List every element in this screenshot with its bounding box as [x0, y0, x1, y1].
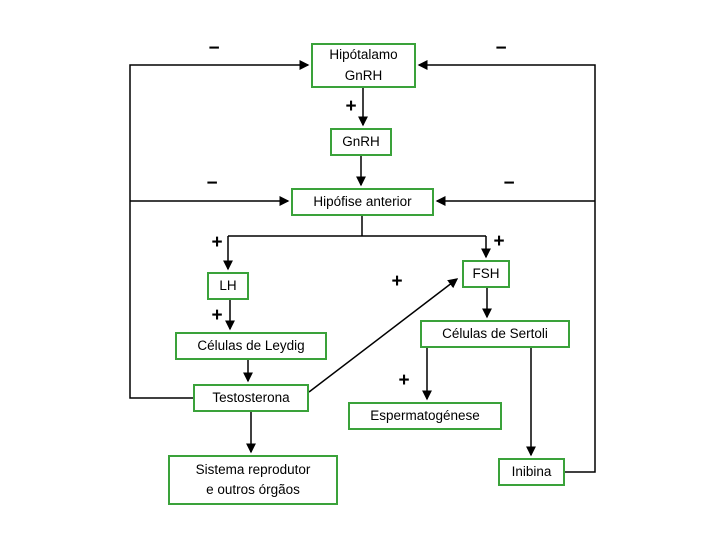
- node-espermatogenese: Espermatogénese: [348, 402, 502, 430]
- node-fsh-label: FSH: [472, 265, 500, 281]
- node-leydig-label: Células de Leydig: [197, 337, 305, 353]
- node-hipotalamo-line1: Hipótalamo: [329, 47, 398, 63]
- node-lh: LH: [207, 272, 249, 300]
- node-hipofise: Hipófise anterior: [291, 188, 434, 216]
- sign-minus-feedback-left-hipofise: −: [206, 173, 218, 194]
- connector-hipofise-split: [228, 216, 486, 237]
- sign-plus-sertoli-espermatogenese: +: [398, 370, 410, 391]
- node-lh-label: LH: [219, 277, 237, 293]
- node-gnrh: GnRH: [330, 128, 392, 156]
- node-hipotalamo: Hipótalamo GnRH: [311, 43, 416, 88]
- node-testosterona-label: Testosterona: [212, 389, 290, 405]
- node-hipofise-label: Hipófise anterior: [313, 193, 412, 209]
- sign-minus-feedback-right-hipotalamo: −: [495, 38, 507, 59]
- node-espermatogenese-label: Espermatogénese: [370, 407, 480, 423]
- node-inibina-label: Inibina: [511, 463, 552, 479]
- feedback-testosterona-hipotalamo: [129, 60, 310, 399]
- sign-plus-hipotalamo-gnrh: +: [345, 96, 357, 117]
- sign-plus-hipofise-fsh: +: [493, 231, 505, 252]
- sign-plus-lh-leydig: +: [211, 305, 223, 326]
- sign-minus-feedback-left-hipotalamo: −: [208, 38, 220, 59]
- node-fsh: FSH: [462, 260, 510, 288]
- sign-plus-hipofise-lh: +: [211, 232, 223, 253]
- node-hipotalamo-line2: GnRH: [344, 67, 383, 83]
- arrow-testosterona-fsh: [308, 278, 459, 393]
- node-inibina: Inibina: [498, 458, 565, 486]
- node-sistema-reprodutor: Sistema reprodutor e outros órgãos: [168, 455, 338, 505]
- node-leydig: Células de Leydig: [175, 332, 327, 360]
- node-sistema-line2: e outros órgãos: [206, 482, 300, 497]
- node-sertoli: Células de Sertoli: [420, 320, 570, 348]
- sign-plus-testosterona-fsh: +: [391, 271, 403, 292]
- feedback-inibina-hipotalamo: [417, 60, 596, 473]
- node-gnrh-label: GnRH: [342, 133, 380, 149]
- node-sistema-line1: Sistema reprodutor: [195, 461, 311, 477]
- node-sertoli-label: Células de Sertoli: [442, 325, 548, 341]
- node-testosterona: Testosterona: [193, 384, 309, 412]
- sign-minus-feedback-right-hipofise: −: [503, 173, 515, 194]
